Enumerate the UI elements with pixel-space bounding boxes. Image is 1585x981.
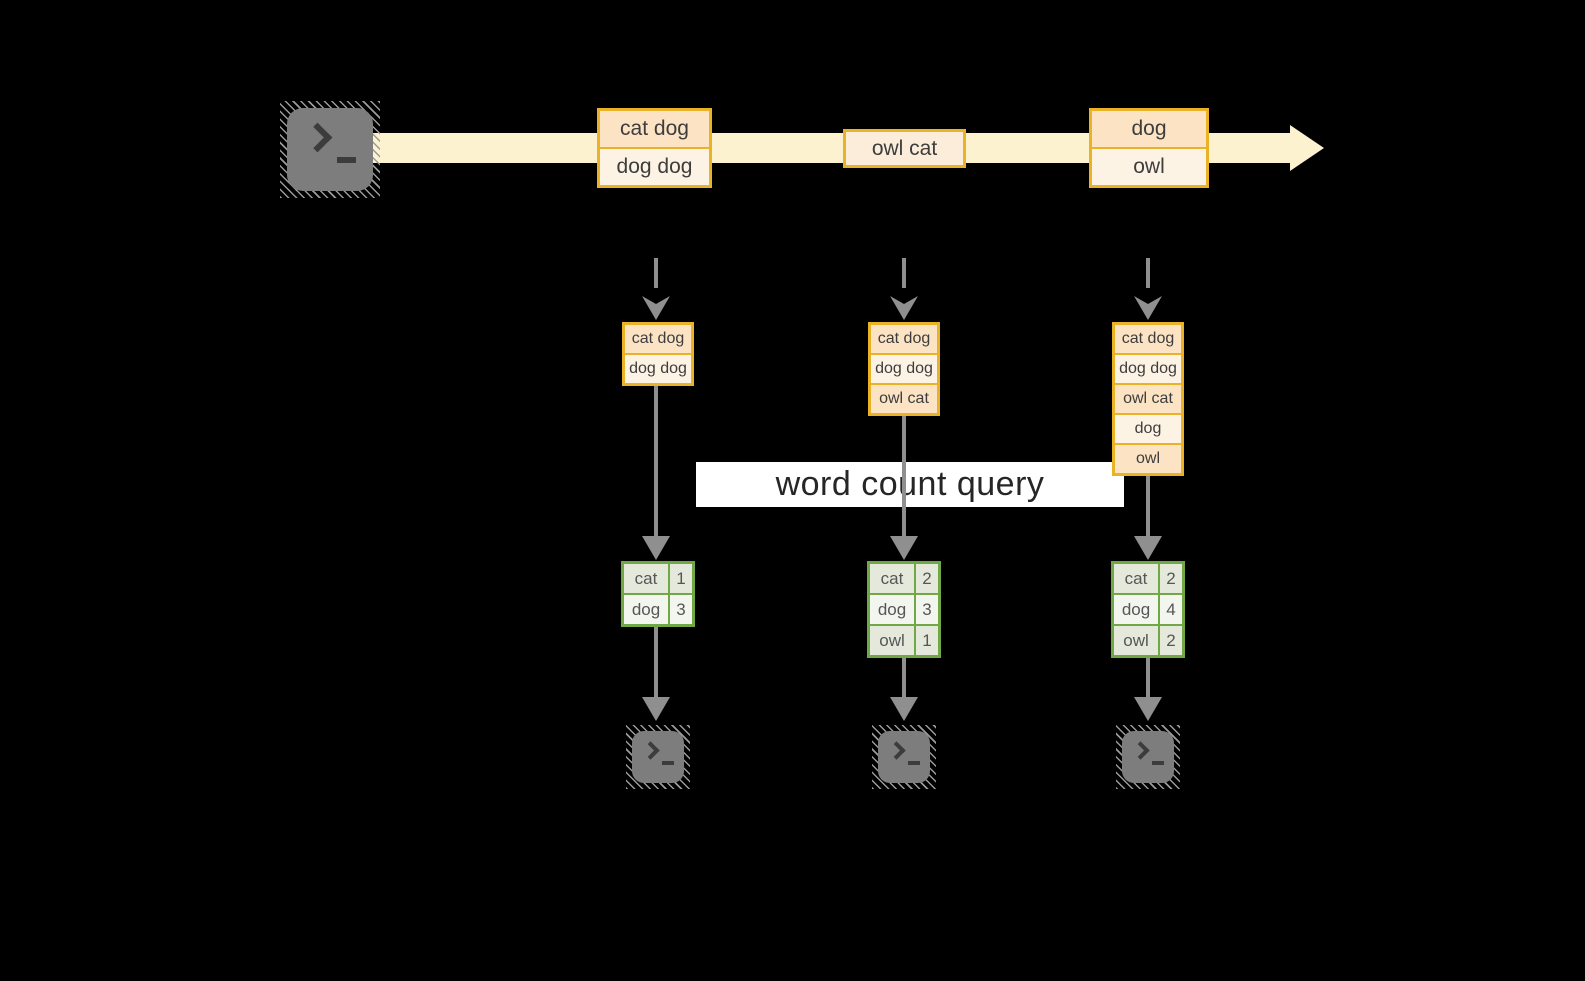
state-to-result-arrow-1 <box>642 386 670 560</box>
source-terminal-icon <box>280 101 380 198</box>
count-cell: 3 <box>670 595 692 624</box>
count-cell: 1 <box>916 626 938 655</box>
state-to-result-arrow-3 <box>1134 476 1162 560</box>
prompt-chevron-icon <box>1131 741 1150 760</box>
state-line: dog dog <box>871 355 937 383</box>
query-label: word count query <box>696 462 1124 507</box>
prompt-underscore-icon <box>1152 761 1164 765</box>
state-box-3: cat dog dog dog owl cat dog owl <box>1112 322 1184 476</box>
state-line: dog dog <box>625 355 691 383</box>
prompt-underscore-icon <box>908 761 920 765</box>
word-cell: dog <box>870 595 914 624</box>
prompt-underscore-icon <box>337 157 356 163</box>
state-line: dog <box>1115 415 1181 443</box>
terminal-icon <box>287 108 373 191</box>
state-to-result-arrow-2 <box>890 416 918 560</box>
word-cell: dog <box>1114 595 1158 624</box>
state-line: cat dog <box>625 325 691 353</box>
sink-terminal-icon-2 <box>872 725 936 789</box>
stream-event-3: dog owl <box>1089 108 1209 188</box>
stream-event-1: cat dog dog dog <box>597 108 712 188</box>
state-line: owl cat <box>871 385 937 413</box>
word-cell: cat <box>1114 564 1158 593</box>
event-line: owl cat <box>846 132 963 165</box>
result-table-1: cat 1 dog 3 <box>621 561 695 627</box>
table-row: cat 1 <box>624 564 692 593</box>
result-to-sink-arrow-1 <box>642 627 670 721</box>
table-row: cat 2 <box>870 564 938 593</box>
word-cell: cat <box>870 564 914 593</box>
word-cell: owl <box>1114 626 1158 655</box>
state-line: dog dog <box>1115 355 1181 383</box>
word-cell: dog <box>624 595 668 624</box>
event-line: dog dog <box>600 149 709 185</box>
result-table-2: cat 2 dog 3 owl 1 <box>867 561 941 658</box>
event-line: cat dog <box>600 111 709 147</box>
state-line: cat dog <box>1115 325 1181 353</box>
prompt-chevron-icon <box>641 741 660 760</box>
state-line: cat dog <box>871 325 937 353</box>
table-row: owl 2 <box>1114 626 1182 655</box>
table-row: cat 2 <box>1114 564 1182 593</box>
sink-terminal-icon-3 <box>1116 725 1180 789</box>
prompt-chevron-icon <box>887 741 906 760</box>
terminal-icon <box>1122 731 1174 783</box>
state-box-2: cat dog dog dog owl cat <box>868 322 940 416</box>
result-to-sink-arrow-2 <box>890 657 918 721</box>
count-cell: 3 <box>916 595 938 624</box>
count-cell: 1 <box>670 564 692 593</box>
terminal-icon <box>632 731 684 783</box>
prompt-chevron-icon <box>302 122 333 153</box>
count-cell: 2 <box>1160 626 1182 655</box>
sink-terminal-icon-1 <box>626 725 690 789</box>
table-row: dog 4 <box>1114 595 1182 624</box>
stream-event-2: owl cat <box>843 129 966 168</box>
stream-to-state-arrow-2 <box>890 258 918 320</box>
count-cell: 2 <box>1160 564 1182 593</box>
table-row: dog 3 <box>624 595 692 624</box>
event-line: owl <box>1092 149 1206 185</box>
word-cell: cat <box>624 564 668 593</box>
stream-to-state-arrow-3 <box>1134 258 1162 320</box>
state-line: owl <box>1115 445 1181 473</box>
state-box-1: cat dog dog dog <box>622 322 694 386</box>
prompt-underscore-icon <box>662 761 674 765</box>
stream-to-state-arrow-1 <box>642 258 670 320</box>
table-row: owl 1 <box>870 626 938 655</box>
state-line: owl cat <box>1115 385 1181 413</box>
terminal-icon <box>878 731 930 783</box>
table-row: dog 3 <box>870 595 938 624</box>
count-cell: 4 <box>1160 595 1182 624</box>
event-line: dog <box>1092 111 1206 147</box>
result-table-3: cat 2 dog 4 owl 2 <box>1111 561 1185 658</box>
result-to-sink-arrow-3 <box>1134 657 1162 721</box>
input-stream-arrowhead <box>1290 125 1324 171</box>
count-cell: 2 <box>916 564 938 593</box>
word-cell: owl <box>870 626 914 655</box>
